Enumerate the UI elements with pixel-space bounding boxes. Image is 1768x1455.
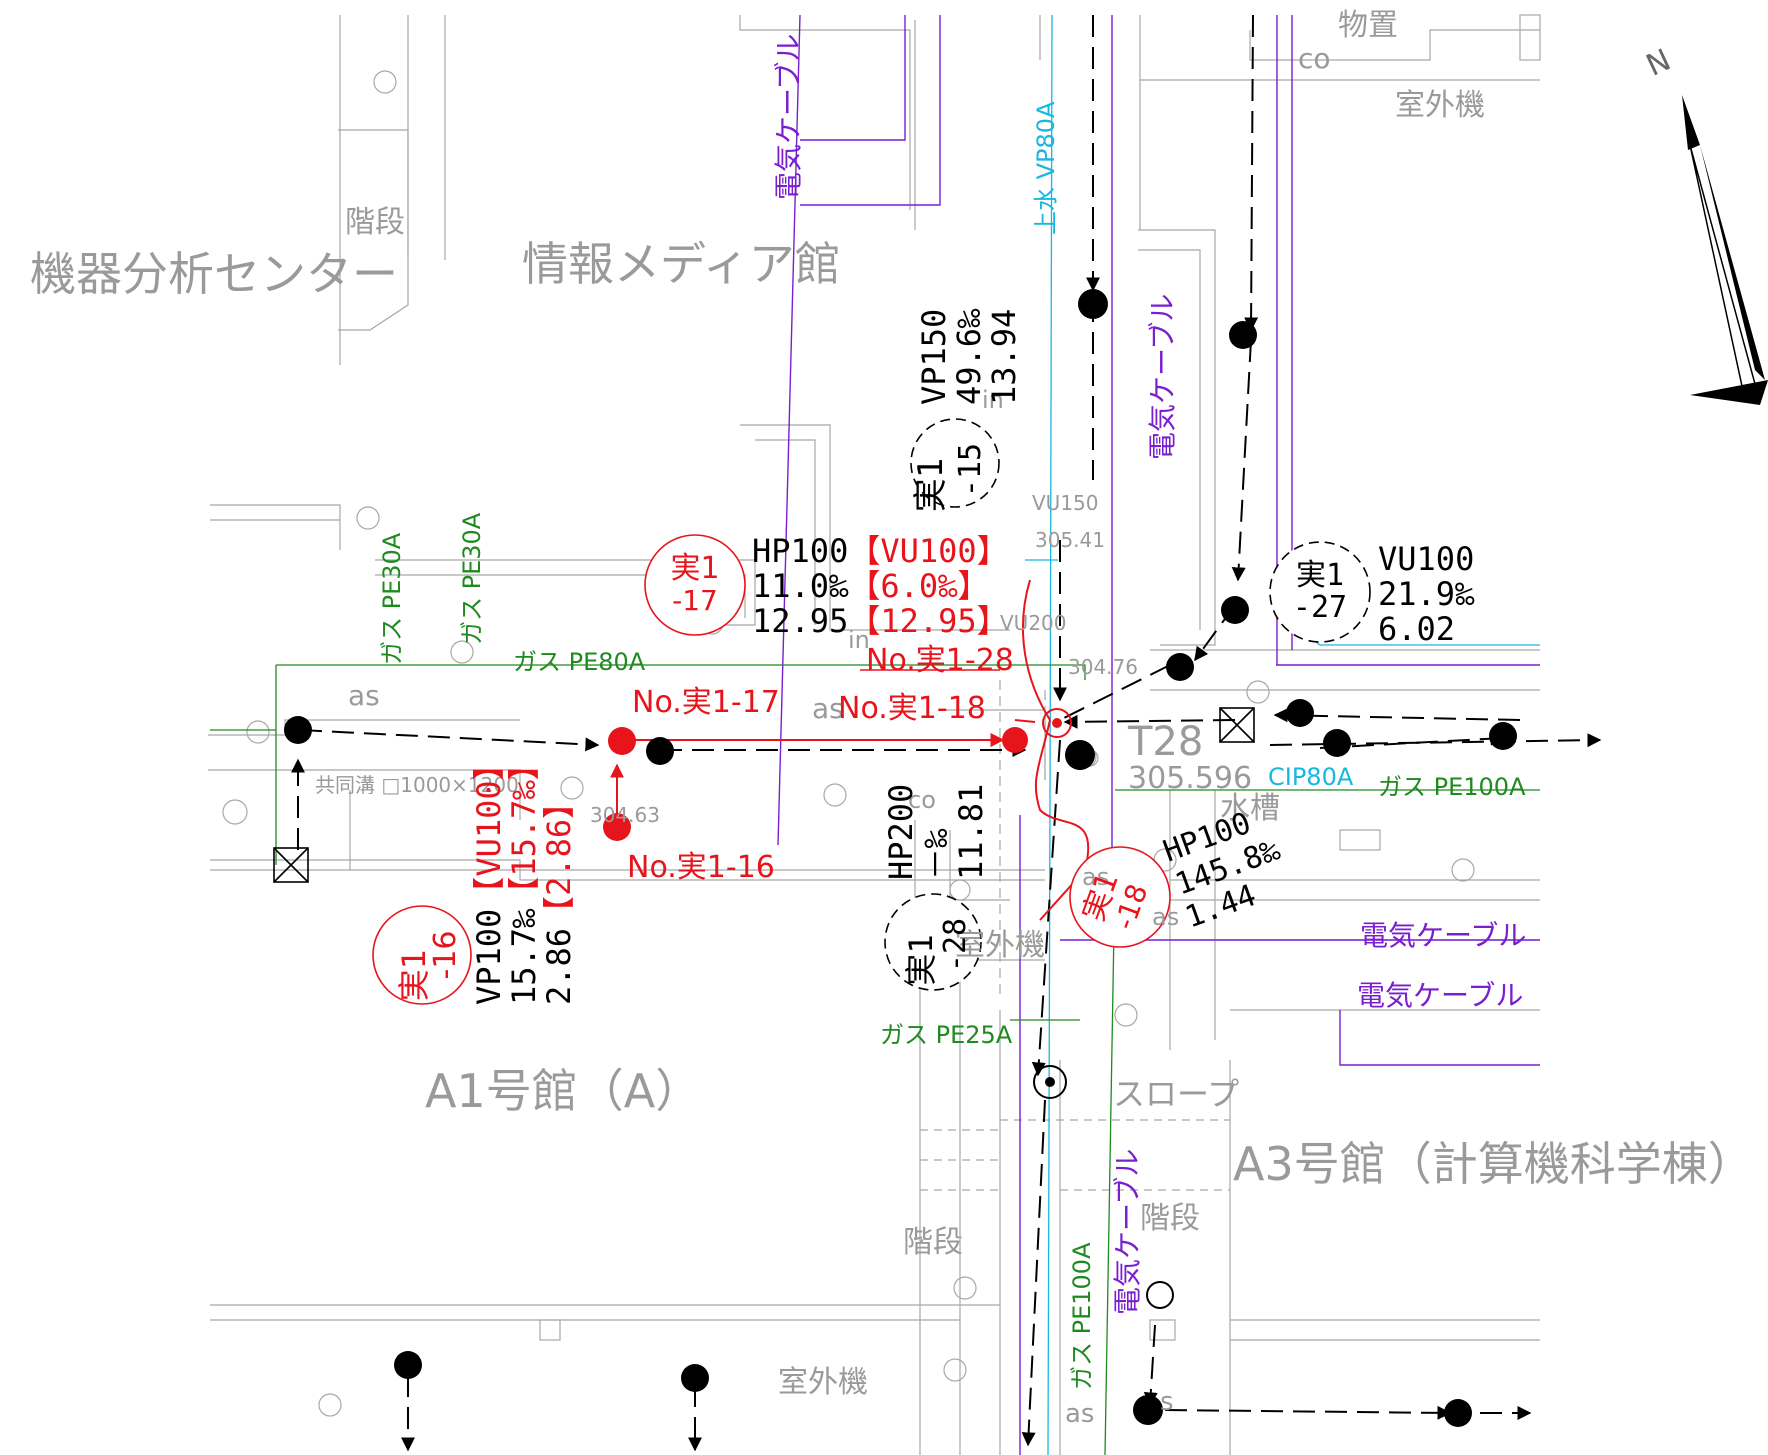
note-as-bottom: as (1065, 1399, 1094, 1429)
compass-n-label: N (1641, 43, 1676, 84)
marker-no18: No.実1-18 (838, 691, 986, 726)
north-arrow: N (1641, 43, 1768, 405)
sewer-lines (291, 14, 1602, 1452)
note-vu200: VU200 (1000, 611, 1067, 635)
label-gas-pe100a-bottom: ガス PE100A (1068, 1242, 1096, 1390)
note-in-mark2: in (848, 626, 870, 654)
p28-id-top: 実1 (902, 934, 940, 985)
p28-line1: HP200 (882, 784, 920, 880)
label-gas-pe100a-right: ガス PE100A (1378, 773, 1526, 801)
water-lines (1025, 14, 1540, 1455)
p17-line1: HP100【VU100】 (752, 532, 1009, 570)
p15-id-top: 実1 (911, 458, 951, 512)
building-outlines (208, 14, 1541, 1455)
p16-line1: VP100【VU100】 (470, 748, 508, 1005)
note-as-mid: as (812, 692, 844, 725)
p27-id-bottom: -27 (1293, 590, 1347, 625)
note-as-left: as (348, 679, 380, 712)
note-t28: T28 (1127, 719, 1203, 765)
label-denki-5: 電気ケーブル (1111, 1149, 1144, 1315)
manholes-red (603, 727, 1028, 841)
note-kaidan-top: 階段 (345, 205, 405, 240)
building-a3-label: A3号館（計算機科学棟） (1233, 1137, 1754, 1191)
p27-line2: 21.9‰ (1378, 575, 1475, 613)
building-kiki-label: 機器分析センター (30, 247, 398, 301)
p27-line1: VU100 (1378, 540, 1474, 578)
note-shitsugaiki-mid: 室外機 (955, 928, 1045, 963)
note-as-right: as (1082, 863, 1109, 891)
note-elev-30476: 304.76 (1068, 655, 1138, 679)
p28-id-bottom: -28 (938, 918, 973, 972)
p17-line2: 11.0‰【6.0‰】 (752, 567, 989, 605)
marker-no17: No.実1-17 (632, 685, 780, 720)
note-shitsugaiki-top: 室外機 (1395, 88, 1485, 123)
note-kaidan-right: 階段 (1140, 1201, 1200, 1236)
catch-basin-boxes (273, 707, 1255, 883)
note-kyodoko: 共同溝 □1000×1200 (315, 773, 519, 797)
building-a1-label: A1号館（A） (425, 1064, 701, 1118)
note-slope: スロープ (1113, 1075, 1239, 1113)
survey-bubbles (372, 418, 1371, 1005)
p27-line3: 6.02 (1378, 610, 1455, 648)
gas-lines (210, 664, 1540, 1455)
manhole-open (1033, 1065, 1174, 1309)
manhole-center (1045, 1077, 1055, 1087)
electric-lines (777, 14, 1540, 1455)
note-as-right2: as (1152, 903, 1179, 931)
p16-line2: 15.7‰【15.7‰】 (505, 748, 543, 1005)
label-gas-pe80a: ガス PE80A (513, 648, 646, 676)
label-denki-2: 電気ケーブル (1146, 294, 1179, 460)
p15-line2: 49.6‰ (950, 308, 988, 405)
note-elev-30541: 305.41 (1035, 528, 1105, 552)
label-cip80a: CIP80A (1268, 763, 1354, 791)
label-denki-3: 電気ケーブル (1360, 919, 1526, 952)
p15-line1: VP150 (915, 309, 953, 405)
note-vu150: VU150 (1032, 491, 1099, 515)
note-suiso: 水槽 (1220, 791, 1280, 826)
red-flow-lines (610, 579, 1090, 921)
note-shitsugaiki-bottom: 室外機 (778, 1365, 868, 1400)
note-monooki: 物置 (1338, 8, 1398, 43)
label-gas-pe30a-2: ガス PE30A (458, 512, 486, 645)
p16-line3: 2.86【2.86】 (540, 787, 578, 1005)
p28-line2: －‰ (917, 828, 955, 880)
note-in-mark: in (982, 386, 1004, 414)
note-as-bottom2: s (1160, 1387, 1174, 1417)
p17-id-top: 実1 (670, 551, 719, 586)
note-kaidan-bottom: 階段 (903, 1225, 963, 1260)
p27-id-top: 実1 (1296, 558, 1344, 593)
manholes-black (284, 289, 1517, 1427)
manhole-red-center (1052, 718, 1062, 728)
manhole-red-ring (1042, 708, 1072, 738)
p15-line3: 13.94 (985, 309, 1023, 405)
label-denki-1: 電気ケーブル (772, 34, 805, 200)
note-co-top: co (1298, 42, 1331, 75)
marker-no16: No.実1-16 (627, 850, 775, 885)
p17-id-bottom: -17 (672, 584, 718, 617)
p17-line3: 12.95【12.95】 (752, 602, 1009, 640)
label-gas-pe25a: ガス PE25A (880, 1021, 1013, 1049)
manhole-symbols (222, 70, 1475, 1417)
label-denki-4: 電気ケーブル (1357, 979, 1523, 1012)
p16-id-top: 実1 (395, 949, 433, 1001)
note-elev-30463: 304.63 (590, 803, 660, 827)
marker-no28: No.実1-28 (866, 643, 1014, 678)
building-media-label: 情報メディア館 (522, 237, 841, 291)
p15-id-bottom: -15 (953, 443, 988, 497)
note-co-mid: co (908, 786, 936, 814)
p16-id-bottom: -16 (428, 931, 463, 980)
p28-line3: 11.81 (952, 784, 990, 880)
label-gas-pe30a-1: ガス PE30A (378, 532, 406, 665)
note-elev-30596: 305.596 (1128, 761, 1252, 796)
label-josui: 上水 VP80A (1032, 101, 1060, 235)
